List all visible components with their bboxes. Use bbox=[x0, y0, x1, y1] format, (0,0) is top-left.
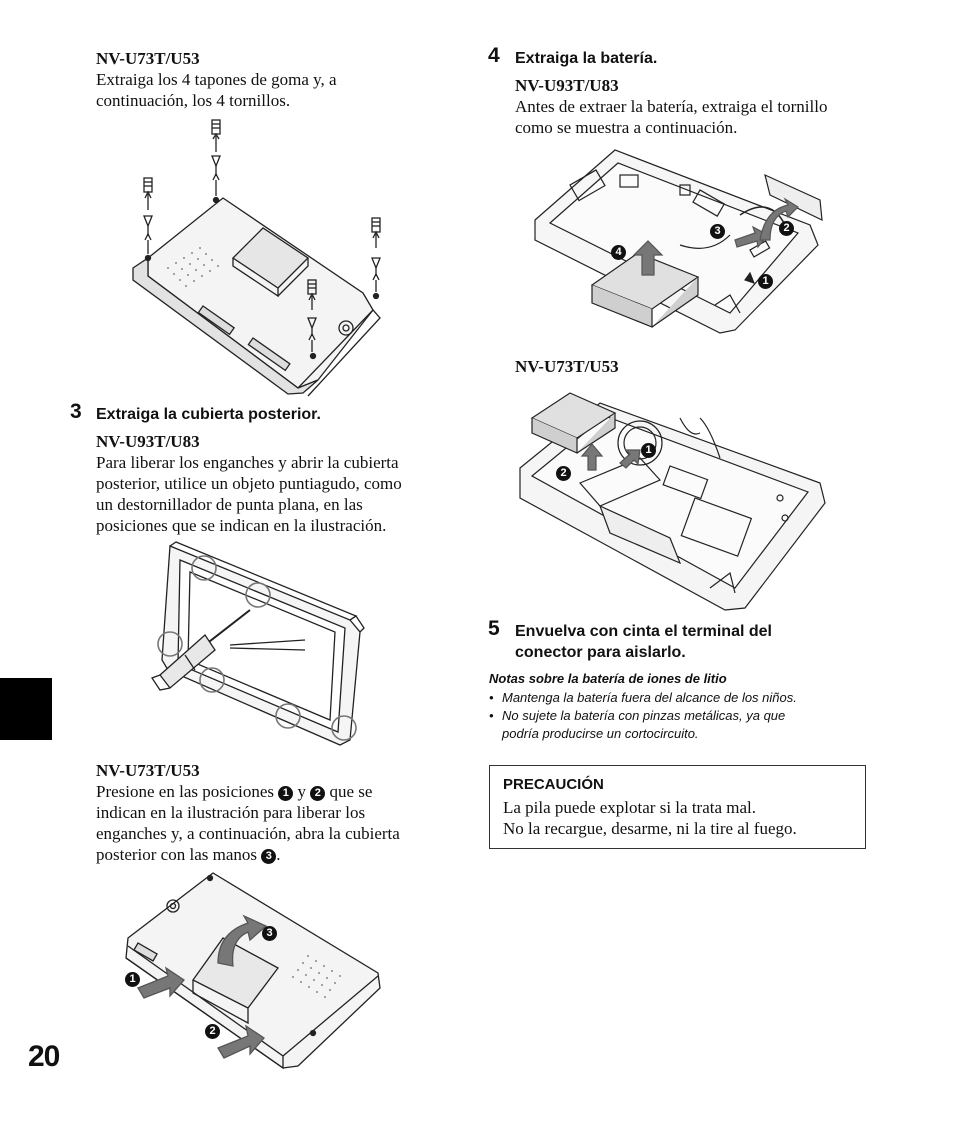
note-item: Mantenga la batería fuera del alcance de… bbox=[502, 690, 797, 705]
callout-number: 3 bbox=[261, 849, 277, 864]
callout-number: 3 bbox=[710, 224, 725, 239]
callout-number: 1 bbox=[125, 972, 140, 987]
speaker-grill bbox=[292, 955, 341, 998]
body-text-line: un destornillador de punta plana, en las bbox=[96, 495, 363, 514]
speaker-grill bbox=[167, 247, 219, 287]
callout-number: 1 bbox=[641, 443, 656, 458]
callout-number: 1 bbox=[278, 786, 294, 801]
arrow-icon bbox=[217, 1024, 265, 1059]
text-run: posterior con las manos bbox=[96, 845, 257, 864]
body-text-line: posiciones que se indican en la ilustrac… bbox=[96, 516, 387, 535]
page-number: 20 bbox=[28, 1040, 60, 1073]
body-text-line: enganches y, a continuación, abra la cub… bbox=[96, 824, 400, 843]
step-title: conector para aislarlo. bbox=[515, 644, 686, 661]
body-text-line: Extraiga los 4 tapones de goma y, a bbox=[96, 70, 337, 89]
model-heading-u93: NV-U93T/U83 bbox=[96, 432, 200, 451]
hook-position-marker bbox=[157, 555, 357, 741]
screw-icon bbox=[744, 271, 756, 284]
text-run: que se bbox=[329, 782, 373, 801]
callout-number: 3 bbox=[262, 926, 277, 941]
body-text-line: posterior con las manos 3. bbox=[96, 844, 281, 865]
step-title: Extraiga la batería. bbox=[515, 50, 658, 67]
caution-text-line: No la recargue, desarme, ni la tire al f… bbox=[503, 819, 797, 838]
model-heading-u73: NV-U73T/U53 bbox=[96, 49, 200, 68]
body-text-line: Antes de extraer la batería, extraiga el… bbox=[515, 97, 828, 116]
callout-number: 2 bbox=[310, 786, 326, 801]
step-title: Extraiga la cubierta posterior. bbox=[96, 406, 321, 423]
figure-battery-u73 bbox=[519, 392, 826, 611]
callout-number: 2 bbox=[556, 466, 571, 481]
figure-pry-cover bbox=[151, 541, 365, 746]
note-item-continuation: podría producirse un cortocircuito. bbox=[502, 726, 699, 741]
caution-title: PRECAUCIÓN bbox=[503, 776, 604, 793]
text-run: Presione en las posiciones bbox=[96, 782, 274, 801]
arrow-icon bbox=[137, 966, 185, 999]
step-number: 3 bbox=[70, 400, 82, 423]
bullet: • bbox=[489, 708, 494, 723]
model-heading-u93: NV-U93T/U83 bbox=[515, 76, 619, 95]
body-text-line: posterior, utilice un objeto puntiagudo,… bbox=[96, 474, 402, 493]
model-heading-u73: NV-U73T/U53 bbox=[96, 761, 200, 780]
caution-box: PRECAUCIÓN La pila puede explotar si la … bbox=[489, 765, 866, 849]
body-text-line: Presione en las posiciones 1 y 2 que se bbox=[96, 781, 372, 802]
callout-number: 1 bbox=[758, 274, 773, 289]
callout-number: 2 bbox=[779, 221, 794, 236]
text-run: y bbox=[297, 782, 307, 801]
arrow-icon bbox=[734, 225, 769, 249]
rubber-cap-icon bbox=[211, 119, 221, 196]
notes-title: Notas sobre la batería de iones de litio bbox=[489, 671, 727, 686]
note-item: No sujete la batería con pinzas metálica… bbox=[502, 708, 786, 723]
arrow-icon bbox=[619, 449, 641, 469]
callout-number: 2 bbox=[205, 1024, 220, 1039]
body-text-line: Para liberar los enganches y abrir la cu… bbox=[96, 453, 399, 472]
figure-battery-u93 bbox=[534, 149, 823, 334]
section-tab bbox=[0, 678, 52, 740]
step-number: 5 bbox=[488, 617, 500, 640]
arrow-icon bbox=[580, 443, 604, 471]
figure-open-cover bbox=[125, 872, 381, 1070]
callout-number: 4 bbox=[611, 245, 626, 260]
body-text-line: como se muestra a continuación. bbox=[515, 118, 738, 137]
figure-remove-screws bbox=[132, 119, 381, 397]
step-title: Envuelva con cinta el terminal del bbox=[515, 623, 772, 640]
step-number: 4 bbox=[488, 44, 500, 67]
text-run: . bbox=[276, 845, 281, 864]
model-heading-u73: NV-U73T/U53 bbox=[515, 357, 619, 376]
curved-arrow-icon bbox=[217, 914, 268, 967]
body-text-line: indican en la ilustración para liberar l… bbox=[96, 803, 366, 822]
curved-arrow-icon bbox=[759, 197, 799, 241]
arrow-icon bbox=[632, 240, 664, 276]
body-text-line: continuación, los 4 tornillos. bbox=[96, 91, 291, 110]
caution-text-line: La pila puede explotar si la trata mal. bbox=[503, 798, 757, 817]
bullet: • bbox=[489, 690, 494, 705]
